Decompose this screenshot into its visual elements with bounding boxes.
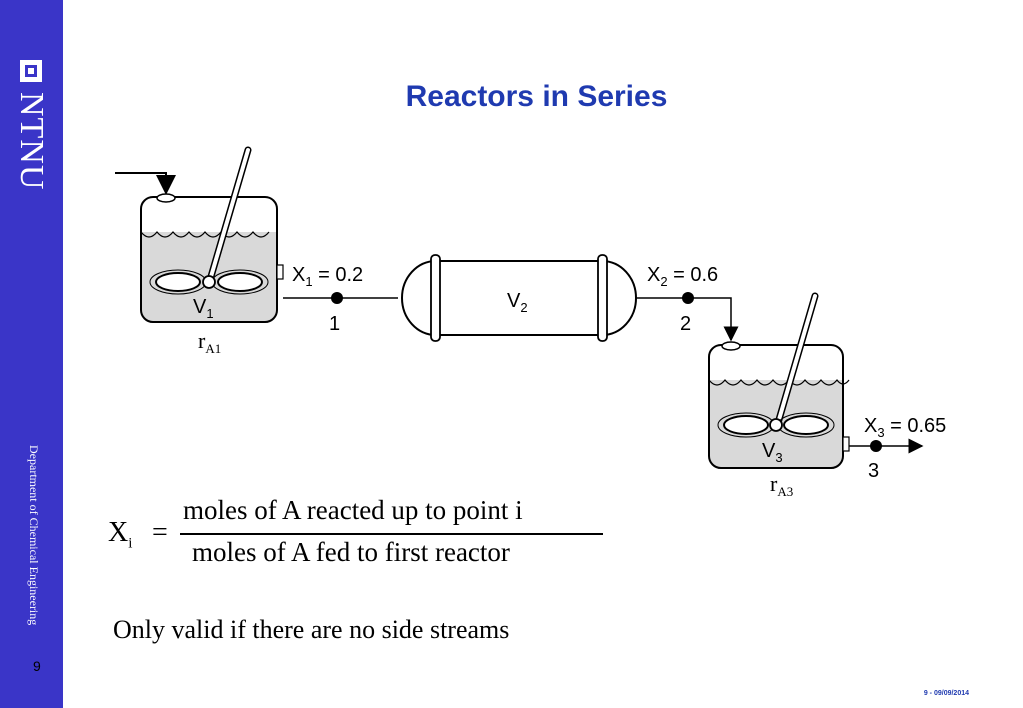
page-number: 9 — [33, 658, 41, 674]
validity-note: Only valid if there are no side streams — [113, 615, 510, 644]
reactor-1-vessel — [140, 196, 278, 323]
cstr-reactor-3: V3 rA3 — [708, 292, 850, 499]
sample-point-3 — [870, 440, 882, 452]
logo-text: NTNU — [13, 92, 50, 191]
pfr-volume-label: V2 — [507, 290, 528, 315]
cstr-reactor-1: V1 rA1 — [115, 146, 284, 356]
fraction-bar — [180, 533, 603, 535]
pfr-reactor-2: V2 — [401, 254, 637, 342]
ntnu-logo-icon — [20, 60, 42, 82]
sidebar: NTNU Department of Chemical Engineering — [0, 0, 63, 708]
formula-numerator: moles of A reacted up to point i — [183, 495, 523, 525]
reactor-1-rate-label: rA1 — [198, 328, 221, 356]
stream-2: X2 = 0.6 2 — [636, 264, 739, 342]
reactor-1-volume-label: V1 — [193, 296, 214, 321]
department-label: Department of Chemical Engineering — [27, 445, 41, 626]
stream-1: X1 = 0.2 1 — [283, 264, 398, 335]
reactor-3-rate-label: rA3 — [770, 471, 793, 499]
conversion-3-label: X3 = 0.65 — [864, 415, 946, 440]
slide-title: Reactors in Series — [405, 80, 668, 113]
conversion-2-label: X2 = 0.6 — [647, 264, 718, 289]
formula-lhs: Xi — [108, 517, 133, 552]
sample-point-2 — [682, 292, 694, 304]
point-2-label: 2 — [680, 313, 691, 335]
reactor-3-volume-label: V3 — [762, 440, 783, 465]
point-3-label: 3 — [868, 460, 879, 482]
footer-date: 9 - 09/09/2014 — [923, 690, 969, 697]
stream-3: X3 = 0.65 3 — [849, 415, 946, 482]
sample-point-1 — [331, 292, 343, 304]
formula-equals: = — [152, 517, 168, 548]
conversion-1-label: X1 = 0.2 — [292, 264, 363, 289]
point-1-label: 1 — [329, 313, 340, 335]
reactor-3-vessel — [708, 344, 844, 469]
feed-arrow — [115, 172, 176, 195]
formula-denominator: moles of A fed to first reactor — [192, 537, 510, 567]
